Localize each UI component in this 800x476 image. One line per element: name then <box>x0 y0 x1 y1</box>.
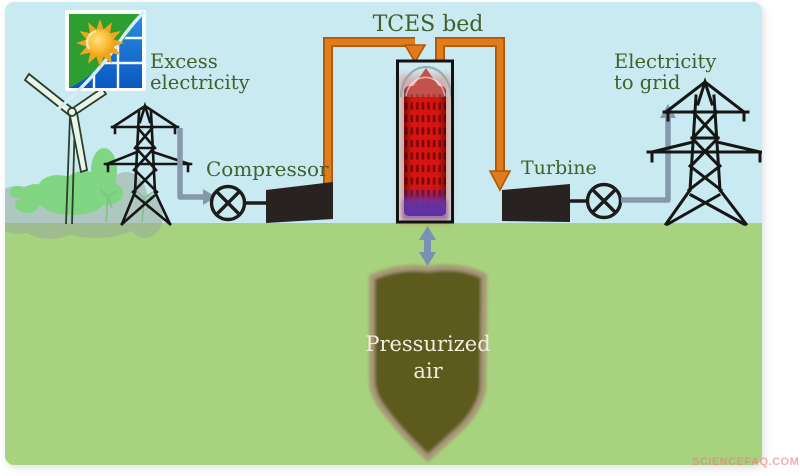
small-wind-turbine-icon <box>99 188 154 223</box>
watermark: SCIENCEFAQ.COM <box>692 456 800 468</box>
bed-dome <box>399 65 453 98</box>
label-pressurized-air: Pressurized air <box>365 332 491 383</box>
solar-panel-sun-icon <box>55 10 146 112</box>
sun-icon <box>76 19 124 67</box>
cavern-icon <box>368 264 488 463</box>
label-compressor: Compressor <box>206 157 329 181</box>
transmission-tower-right-icon <box>646 77 762 227</box>
label-excess-electricity: Excess electricity <box>150 50 250 94</box>
label-tces-bed: TCES bed <box>372 12 484 37</box>
diagram-card <box>5 2 762 465</box>
trees-illustration <box>5 148 163 239</box>
generator-symbol-icon <box>570 182 623 220</box>
packed-bed-icon <box>402 86 448 220</box>
compressor-shape <box>266 182 333 223</box>
transmission-tower-left-icon <box>103 101 193 226</box>
turbine-shape <box>502 184 570 222</box>
charge-pipe <box>323 37 427 185</box>
motor-symbol-icon <box>209 184 267 222</box>
bed-cone <box>408 68 444 94</box>
power-line-to-compressor-arrow <box>177 128 216 205</box>
tces-bed-vessel <box>396 59 454 224</box>
air-exchange-arrow <box>419 226 436 266</box>
label-electricity-to-grid: Electricity to grid <box>614 50 717 94</box>
discharge-pipe <box>435 37 512 192</box>
vessel-outline <box>396 59 454 224</box>
label-turbine: Turbine <box>521 157 597 179</box>
diagram-illustration <box>5 2 762 465</box>
